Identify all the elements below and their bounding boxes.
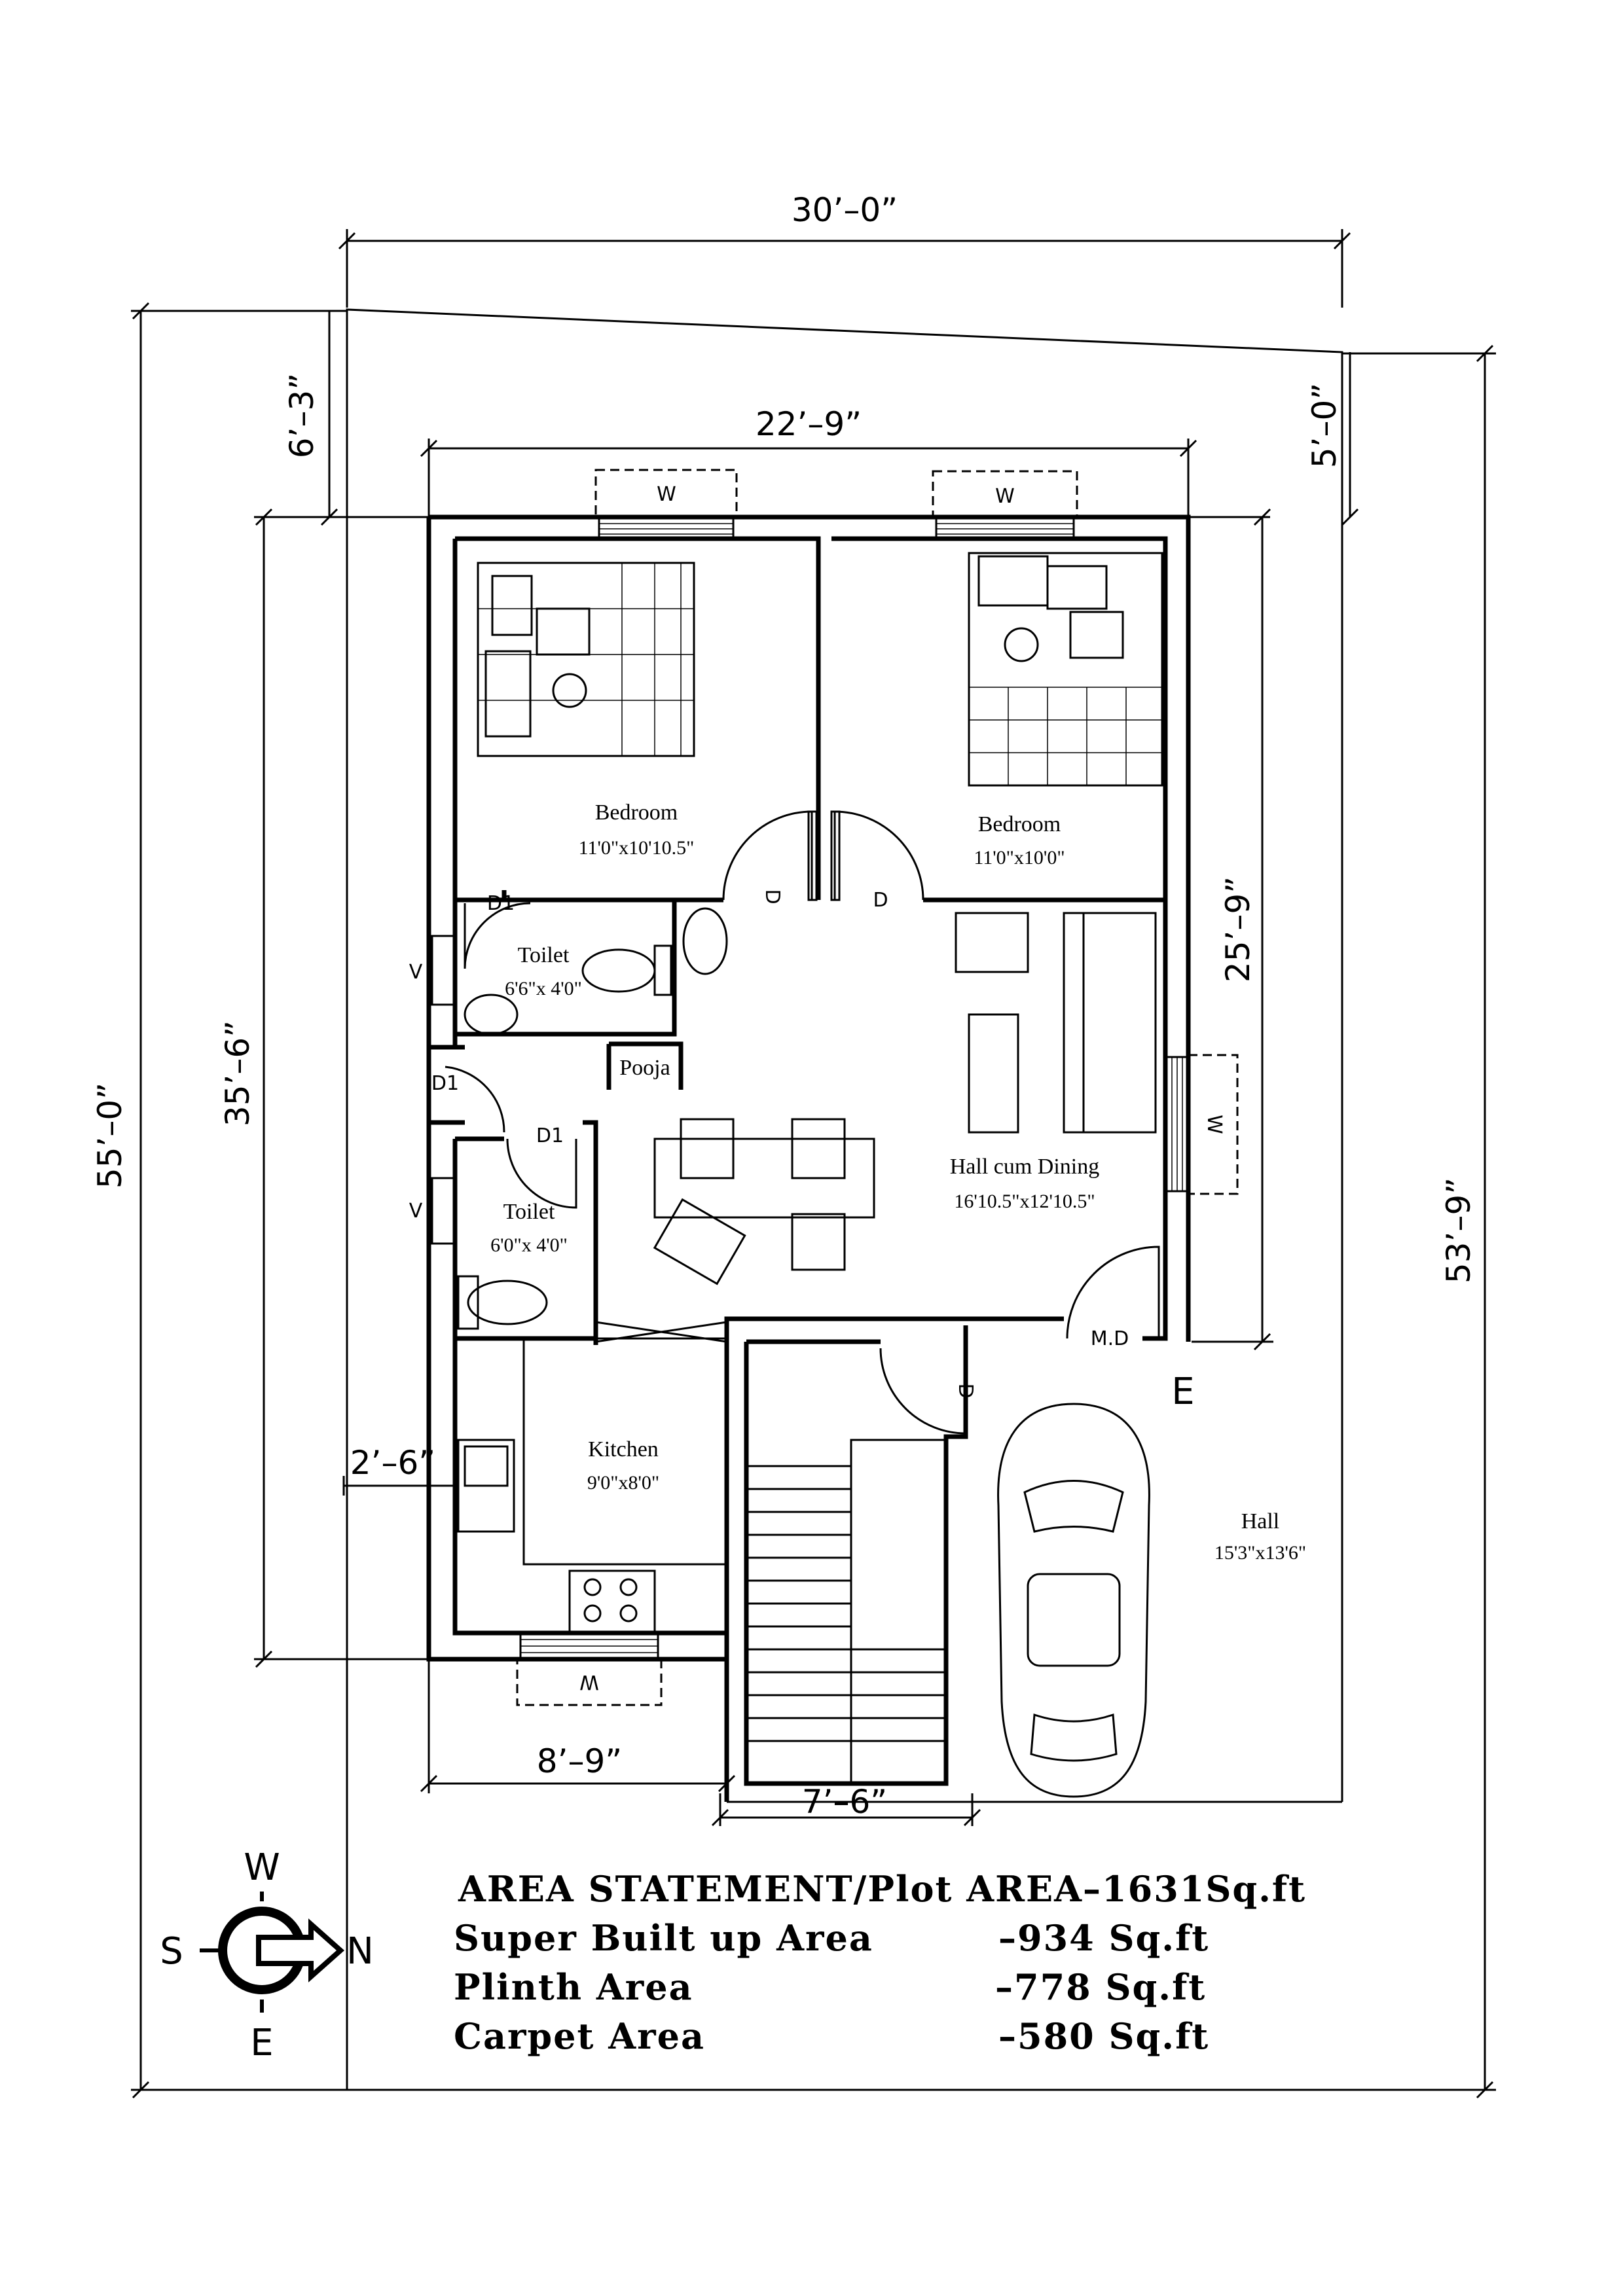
bedroom2-name: Bedroom: [978, 812, 1061, 836]
dim-hall-depth: 25’–9”: [1219, 876, 1257, 982]
dim-built-width: 22’–9”: [756, 405, 862, 443]
east-mark: E: [1171, 1371, 1194, 1413]
dim-right-total: 53’–9”: [1440, 1177, 1478, 1283]
door-mark-1: D: [761, 889, 784, 904]
hall-dining-size: 16'10.5"x12'10.5": [954, 1191, 1095, 1212]
area-statement-title: AREA STATEMENT/Plot AREA–1631Sq.ft: [458, 1868, 1306, 1910]
door1-mark-3: D1: [536, 1124, 564, 1147]
toilet1-name: Toilet: [518, 943, 570, 967]
hall-parking-name: Hall: [1241, 1509, 1280, 1534]
window-mark-3: W: [1203, 1115, 1226, 1134]
kitchen-size: 9'0"x8'0": [587, 1472, 659, 1494]
main-door-mark: M.D: [1091, 1327, 1129, 1350]
area-row-value-0: –934 Sq.ft: [998, 1917, 1209, 1959]
area-row-label-2: Carpet Area: [454, 2015, 705, 2057]
compass-icon: [200, 1892, 345, 2013]
window-mark-4: W: [579, 1670, 599, 1693]
dim-left-total: 55’–0”: [91, 1083, 129, 1189]
bedroom2-size: 11'0"x10'0": [974, 847, 1065, 869]
area-statement: AREA STATEMENT/Plot AREA–1631Sq.ft Super…: [454, 1868, 1306, 2057]
door-mark-2: D: [873, 889, 888, 912]
area-row-value-1: –778 Sq.ft: [995, 1966, 1206, 2008]
window-mark-1: W: [657, 483, 676, 506]
dim-built-depth: 35’–6”: [219, 1020, 257, 1126]
ventilator-mark-2: V: [409, 1200, 423, 1223]
toilet2-size: 6'0"x 4'0": [490, 1234, 568, 1256]
compass-east: E: [250, 2022, 273, 2064]
bedroom1-size: 11'0"x10'10.5": [579, 837, 695, 859]
dim-plot-width: 30’–0”: [792, 191, 898, 229]
car-icon: [997, 1403, 1150, 1798]
bedroom1-name: Bedroom: [595, 800, 678, 825]
kitchen-name: Kitchen: [588, 1437, 659, 1462]
window-mark-2: W: [995, 485, 1015, 508]
toilet1-size: 6'6"x 4'0": [505, 978, 582, 999]
compass-north: N: [346, 1930, 374, 1973]
door1-mark-1: D1: [487, 892, 515, 915]
dim-front-right: 5’–0”: [1305, 383, 1343, 468]
hall-dining-name: Hall cum Dining: [950, 1155, 1100, 1179]
hall-parking-size: 15'3"x13'6": [1214, 1542, 1306, 1564]
furniture: [457, 552, 1163, 1798]
ventilator-mark-1: V: [409, 961, 423, 984]
plot-boundary: [346, 308, 1343, 2091]
door-mark-3: D: [954, 1383, 977, 1398]
compass-west: W: [244, 1846, 280, 1889]
compass-south: S: [160, 1930, 183, 1973]
toilet2-name: Toilet: [503, 1200, 555, 1224]
pooja-name: Pooja: [619, 1056, 670, 1080]
area-row-value-2: –580 Sq.ft: [998, 2015, 1209, 2057]
doors: [445, 810, 1160, 1435]
dim-front-left: 6’–3”: [283, 373, 321, 458]
area-row-label-1: Plinth Area: [454, 1966, 693, 2008]
dim-kitchen-width: 8’–9”: [537, 1742, 622, 1780]
dim-stair-width: 7’–6”: [802, 1783, 887, 1821]
dim-kitchen-offset: 2’–6”: [350, 1444, 435, 1482]
door1-mark-2: D1: [431, 1072, 459, 1095]
windows: [431, 469, 1239, 1706]
area-row-label-0: Super Built up Area: [454, 1917, 873, 1959]
